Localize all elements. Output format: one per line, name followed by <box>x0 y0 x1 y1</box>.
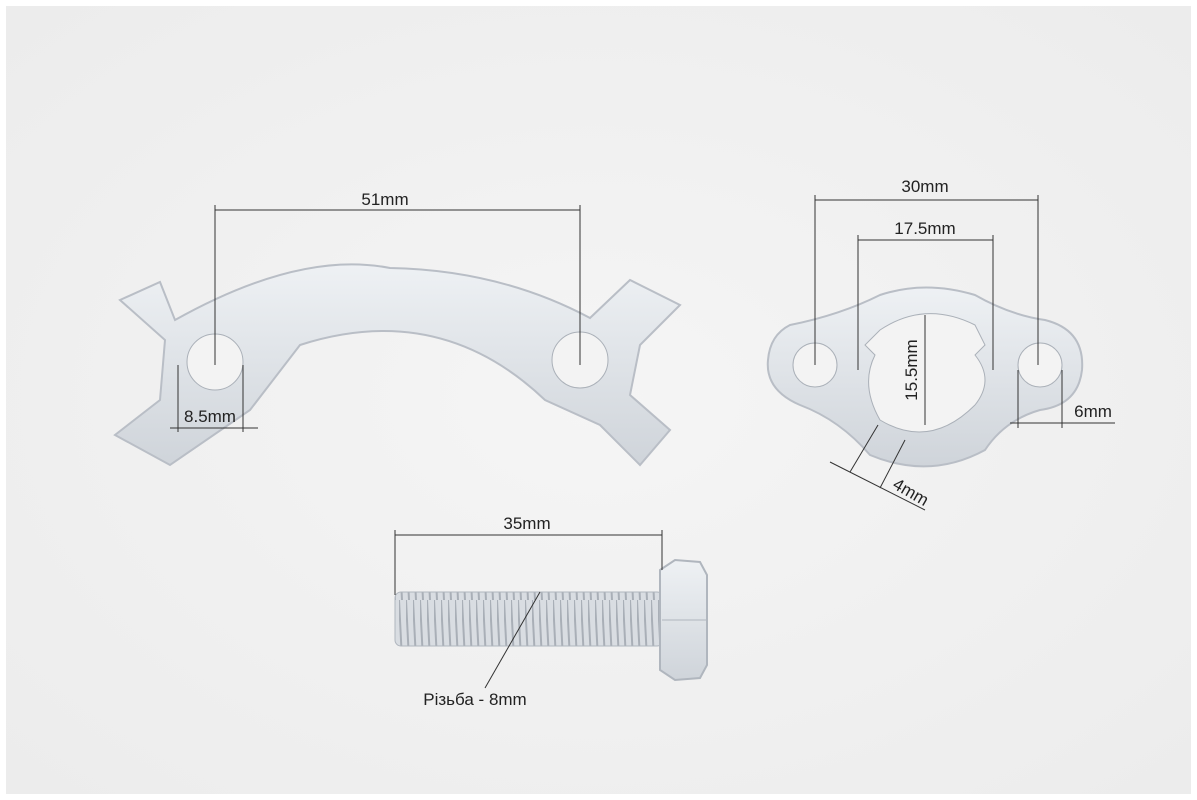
washer-dimensions <box>814 195 1115 511</box>
label-30mm: 30mm <box>901 177 948 196</box>
label-17-5mm: 17.5mm <box>894 219 955 238</box>
bolt-dimensions <box>394 530 663 689</box>
label-6mm: 6mm <box>1074 402 1112 421</box>
dimension-51mm <box>170 205 581 432</box>
label-thread: Різьба - 8mm <box>423 690 526 709</box>
lock-plate: 51mm 8.5mm <box>113 190 682 467</box>
label-15-5mm: 15.5mm <box>902 339 921 400</box>
bolt: 35mm Різьба - 8mm <box>394 514 708 709</box>
label-51mm: 51mm <box>361 190 408 209</box>
label-8-5mm: 8.5mm <box>184 407 236 426</box>
lock-washer-hole-right <box>1017 342 1063 388</box>
bolt-thread <box>394 591 664 647</box>
label-35mm: 35mm <box>503 514 550 533</box>
lock-washer: 30mm 17.5mm 15.5mm 6mm 4mm <box>766 177 1115 511</box>
lock-plate-body <box>113 263 682 467</box>
